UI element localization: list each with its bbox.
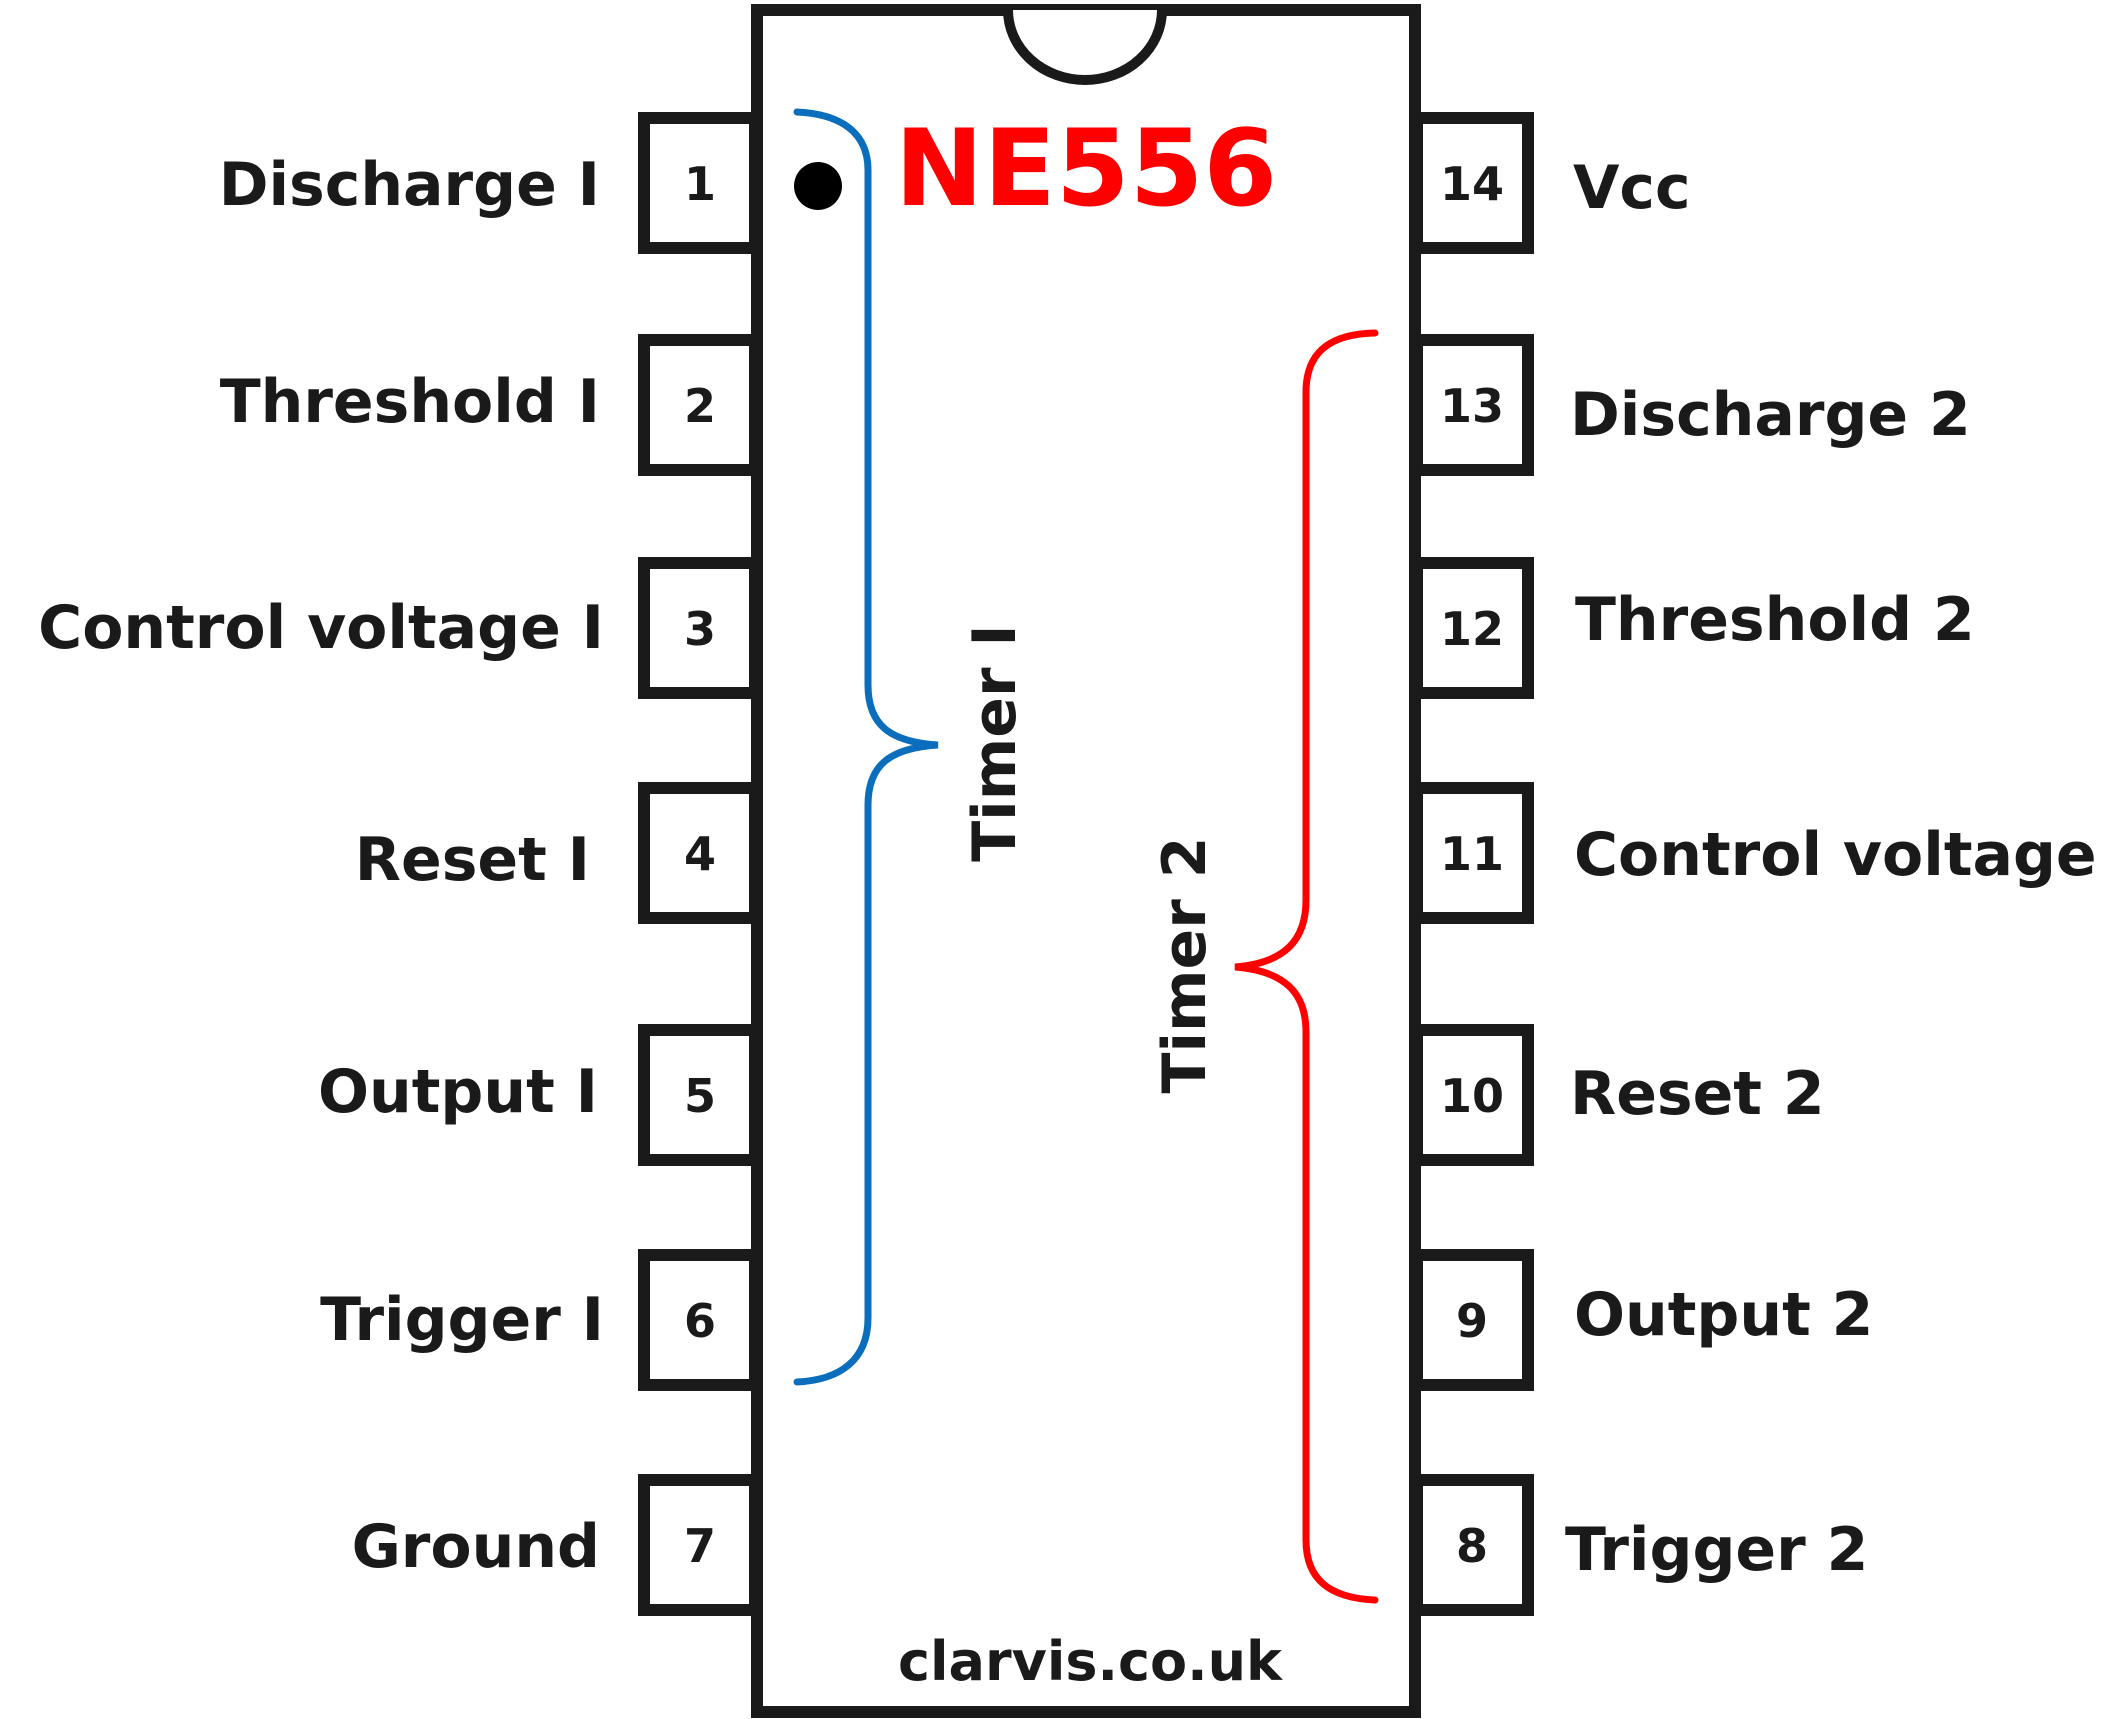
- pin-9: 9 Output 2: [1411, 1249, 1873, 1391]
- pin-10: 10 Reset 2: [1411, 1024, 1825, 1166]
- pin-number: 11: [1440, 827, 1504, 881]
- pin-label: Vcc: [1573, 153, 1691, 223]
- pin-number: 1: [684, 157, 716, 211]
- pin-box: [638, 782, 761, 924]
- pin-3: 3 Control voltage I: [38, 557, 761, 699]
- pin-label: Trigger I: [320, 1285, 604, 1355]
- right-pin-column: 14 Vcc 13 Discharge 2 12 Threshold 2 11 …: [1411, 112, 2120, 1616]
- chip-title: NE556: [895, 107, 1277, 230]
- pin-box: [638, 112, 761, 254]
- pin-box: [1411, 1024, 1534, 1166]
- pin-label: Control voltage I: [38, 593, 604, 663]
- pin-number: 6: [684, 1294, 716, 1348]
- chip-body: [751, 4, 1421, 1718]
- pin-13: 13 Discharge 2: [1411, 334, 1971, 476]
- pin-label: Reset 2: [1570, 1059, 1825, 1129]
- pin-8: 8 Trigger 2: [1411, 1474, 1868, 1616]
- timer-1-label: Timer I: [960, 624, 1030, 862]
- chip-footer-website: clarvis.co.uk: [898, 1630, 1283, 1693]
- pin-box: [638, 334, 761, 476]
- pin-label: Reset I: [355, 825, 590, 895]
- pin-14: 14 Vcc: [1411, 112, 1691, 254]
- pin-label: Discharge I: [219, 150, 600, 220]
- timer-2-bracket: [1234, 329, 1379, 1604]
- pin-number: 4: [684, 827, 716, 881]
- pin-label: Discharge 2: [1570, 380, 1971, 450]
- pin-5: 5 Output I: [318, 1024, 761, 1166]
- pin-6: 6 Trigger I: [320, 1249, 761, 1391]
- pin-box: [638, 1249, 761, 1391]
- timer-2-label: Timer 2: [1150, 837, 1220, 1094]
- pin-number: 5: [684, 1069, 716, 1123]
- pin-number: 12: [1440, 602, 1504, 656]
- pin-number: 8: [1456, 1519, 1488, 1573]
- pin-label: Control voltage 2: [1574, 820, 2120, 890]
- pin-box: [1411, 557, 1534, 699]
- pin-box: [1411, 1249, 1534, 1391]
- pin-number: 7: [684, 1519, 716, 1573]
- pin-box: [1411, 112, 1534, 254]
- pin-box: [638, 1474, 761, 1616]
- pin-label: Threshold I: [220, 367, 600, 437]
- pin-box: [1411, 334, 1534, 476]
- pin-box: [638, 1024, 761, 1166]
- pin-11: 11 Control voltage 2: [1411, 782, 2120, 924]
- pin-label: Trigger 2: [1565, 1515, 1868, 1585]
- pin-box: [1411, 1474, 1534, 1616]
- pin-number: 3: [684, 602, 716, 656]
- pin-1: 1 Discharge I: [219, 112, 761, 254]
- pin-number: 14: [1440, 157, 1504, 211]
- timer-1-bracket: [793, 108, 939, 1386]
- pin-2: 2 Threshold I: [220, 334, 761, 476]
- pin-box: [1411, 782, 1534, 924]
- pin-number: 13: [1440, 379, 1504, 433]
- pin-label: Output 2: [1574, 1280, 1873, 1350]
- chip-notch: [1003, 9, 1167, 85]
- pin-12: 12 Threshold 2: [1411, 557, 1975, 699]
- pin-box: [638, 557, 761, 699]
- left-pin-column: 1 Discharge I 2 Threshold I 3 Control vo…: [38, 112, 761, 1616]
- pin1-marker-dot: [794, 162, 842, 210]
- pin-7: 7 Ground: [352, 1474, 761, 1616]
- pin-label: Threshold 2: [1575, 585, 1975, 655]
- pin-number: 2: [684, 379, 716, 433]
- pin-label: Ground: [352, 1512, 600, 1582]
- pin-label: Output I: [318, 1057, 598, 1127]
- pin-number: 10: [1440, 1069, 1504, 1123]
- pin-number: 9: [1456, 1294, 1488, 1348]
- pin-4: 4 Reset I: [355, 782, 761, 924]
